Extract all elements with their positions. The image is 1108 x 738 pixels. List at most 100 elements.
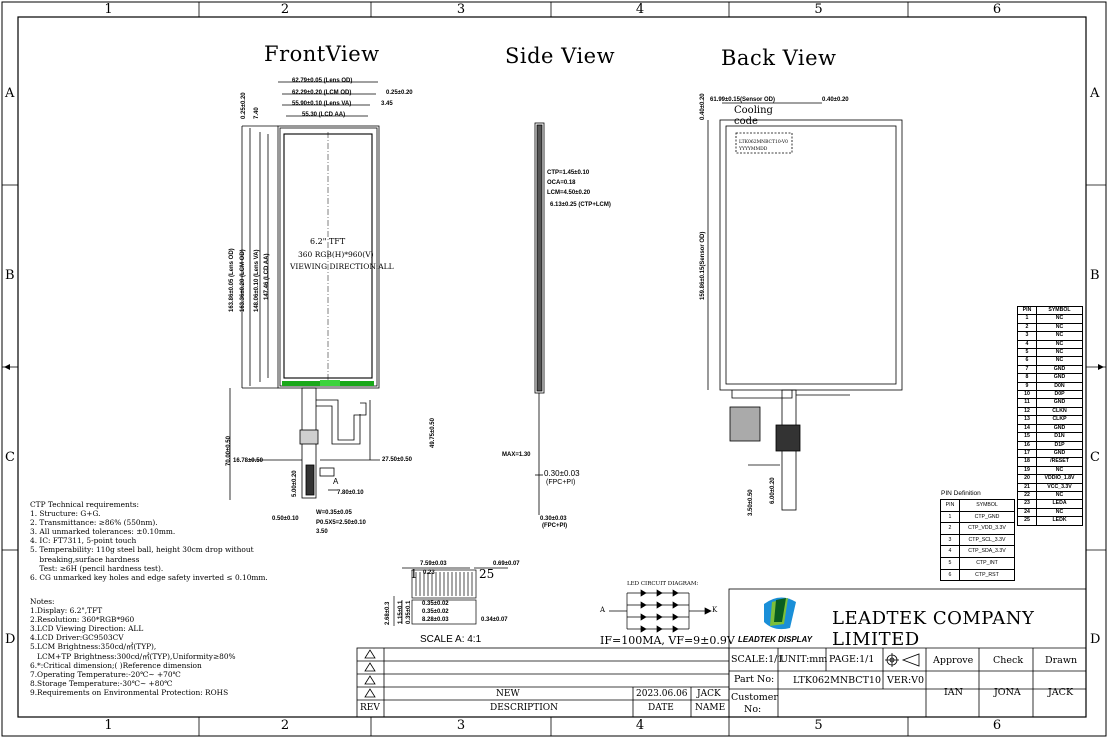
rev-header: REV: [360, 703, 380, 713]
revision-date: 2023.06.06: [636, 689, 688, 699]
led-cathode-label: K: [712, 606, 718, 614]
zone-col-2-bottom: 2: [280, 718, 290, 733]
version-field: VER:V0: [887, 675, 925, 686]
zone-row-b-left: B: [5, 268, 15, 283]
dim-lcm-od-width: 62.29±0.20 (LCM OD): [292, 90, 352, 96]
ctp-pin-table-title: PIN Definition: [941, 490, 981, 497]
dim-fpc-width: 27.50±0.50: [382, 457, 412, 463]
led-circuit-title: LED CIRCUIT DIAGRAM:: [627, 581, 699, 587]
zone-col-5-top: 5: [814, 2, 823, 17]
display-spec-line1: 6.2" TFT: [310, 237, 346, 246]
back-view-drawing: [707, 102, 903, 511]
unit-field: UNIT:mm: [780, 654, 828, 665]
dim-max-bend: MAX=1.30: [502, 452, 531, 458]
detail-pin-1: 1: [410, 567, 418, 581]
dim-trace-width: W=0.35±0.05: [316, 510, 352, 516]
detail-dim-b: 0.35±0.02: [422, 609, 449, 615]
side-view-title: Side View: [505, 44, 616, 68]
revision-name: JACK: [697, 689, 721, 699]
zone-col-1-bottom: 1: [104, 718, 113, 733]
projection-symbol-icon: [885, 653, 920, 667]
detail-dim-top: 7.59±0.03: [420, 561, 447, 567]
back-label-part: LTK062MNBCT10-V0: [739, 140, 788, 145]
detail-a-marker: A: [333, 477, 339, 486]
customer-no-label: No:: [744, 704, 762, 715]
back-view-title: Back View: [721, 46, 837, 70]
cooling-code-label: Cooling: [734, 105, 773, 116]
led-anode-label: A: [600, 606, 606, 614]
zone-row-c-left: C: [5, 450, 15, 465]
zone-row-d-right: D: [1090, 632, 1101, 647]
cooling-code-label-2: code: [734, 116, 758, 127]
check-name: JONA: [994, 687, 1021, 698]
zone-col-5-bottom: 5: [814, 718, 823, 733]
zone-col-4-bottom: 4: [635, 718, 645, 733]
dim-fpc-pitch: 7.80±0.10: [337, 490, 364, 496]
name-header: NAME: [695, 703, 726, 713]
approve-name: IAN: [944, 687, 963, 698]
zone-col-2-top: 2: [280, 2, 290, 17]
dim-lcm-thickness: LCM=4.50±0.20: [547, 190, 591, 196]
customer-label: Customer: [731, 692, 778, 703]
dim-trace-pitch: P0.5X5=2.50±0.10: [316, 520, 366, 526]
dim-lens-va-width: 55.90±0.10 (Lens VA): [292, 101, 352, 107]
date-header: DATE: [648, 703, 674, 713]
zone-col-6-top: 6: [992, 2, 1002, 17]
dim-total-thickness: 6.13±0.25 (CTP+LCM): [550, 202, 611, 208]
zone-col-3-top: 3: [456, 2, 466, 17]
detail-dim-right-top: 0.69±0.07: [493, 561, 520, 567]
fpc-detail-drawing: [393, 567, 508, 626]
ctp-requirements-notes: CTP Technical requirements: 1. Structure…: [30, 500, 268, 582]
pin-row: 18/RESET: [1017, 457, 1083, 467]
dim-right-va: 3.45: [381, 101, 393, 107]
general-notes: Notes: 1.Display: 6.2",TFT 2.Resolution:…: [30, 597, 236, 697]
leadtek-logo-icon: [764, 597, 796, 630]
dim-fpc-thickness-1-note: (FPC+PI): [546, 479, 576, 486]
zone-col-6-bottom: 6: [992, 718, 1002, 733]
led-circuit-diagram: [609, 589, 712, 633]
detail-dim-a: 0.35±0.02: [422, 601, 449, 607]
dim-fpc-thickness-2-note: (FPC+PI): [542, 523, 568, 529]
dim-fpc-left: 16.78±0.50: [233, 458, 263, 464]
scale-field: SCALE:1/1: [731, 654, 784, 665]
dim-ctp-thickness: CTP=1.45±0.10: [547, 170, 590, 176]
zone-row-d-left: D: [5, 632, 16, 647]
part-no-value: LTK062MNBCT10: [793, 675, 881, 686]
zone-row-b-right: B: [1090, 268, 1100, 283]
display-spec-line3: VIEWING DIRECTION:ALL: [290, 262, 394, 271]
side-view-drawing: [534, 122, 545, 515]
detail-dim-pitch: 0.23: [423, 570, 435, 576]
detail-dim-c: 8.28±0.03: [422, 617, 449, 623]
zone-row-a-left: A: [5, 86, 15, 101]
detail-pin-25: 25: [479, 567, 495, 581]
front-view-drawing: [229, 81, 380, 500]
dim-end-width: 0.50±0.10: [272, 516, 299, 522]
front-view-title: FrontView: [264, 42, 380, 66]
